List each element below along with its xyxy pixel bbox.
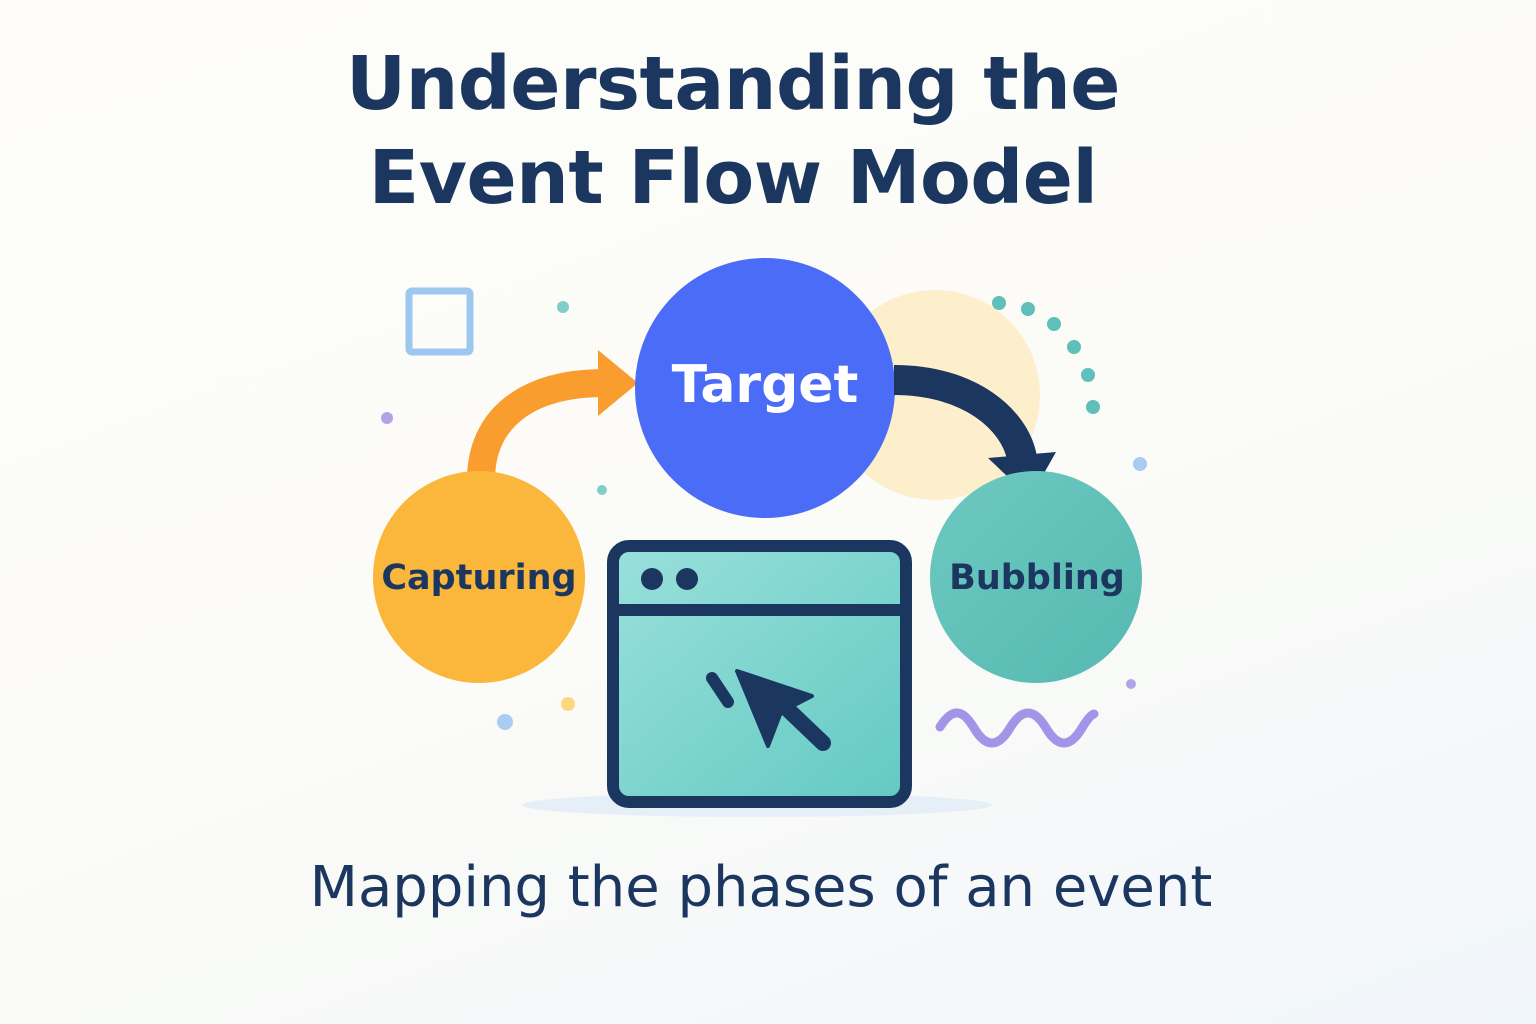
window-dot-2 (676, 568, 698, 590)
target-label: Target (672, 355, 859, 415)
capturing-label: Capturing (381, 558, 576, 598)
target-node: Target (635, 258, 895, 518)
mouse-cursor-icon (706, 669, 831, 751)
capture-arrow (467, 350, 638, 481)
window-dot-1 (641, 568, 663, 590)
squiggle-line (935, 708, 1099, 748)
dotted-arc (992, 296, 1100, 414)
decorative-dots (381, 301, 1147, 730)
title-line-1: Understanding the (346, 41, 1120, 127)
title-line-2: Event Flow Model (368, 135, 1098, 221)
capturing-node: Capturing (373, 471, 585, 683)
outline-square-icon (405, 287, 474, 356)
browser-window-icon (607, 540, 912, 808)
bubbling-label: Bubbling (949, 558, 1125, 598)
subtitle: Mapping the phases of an event (309, 855, 1213, 920)
bubbling-node: Bubbling (930, 471, 1142, 683)
